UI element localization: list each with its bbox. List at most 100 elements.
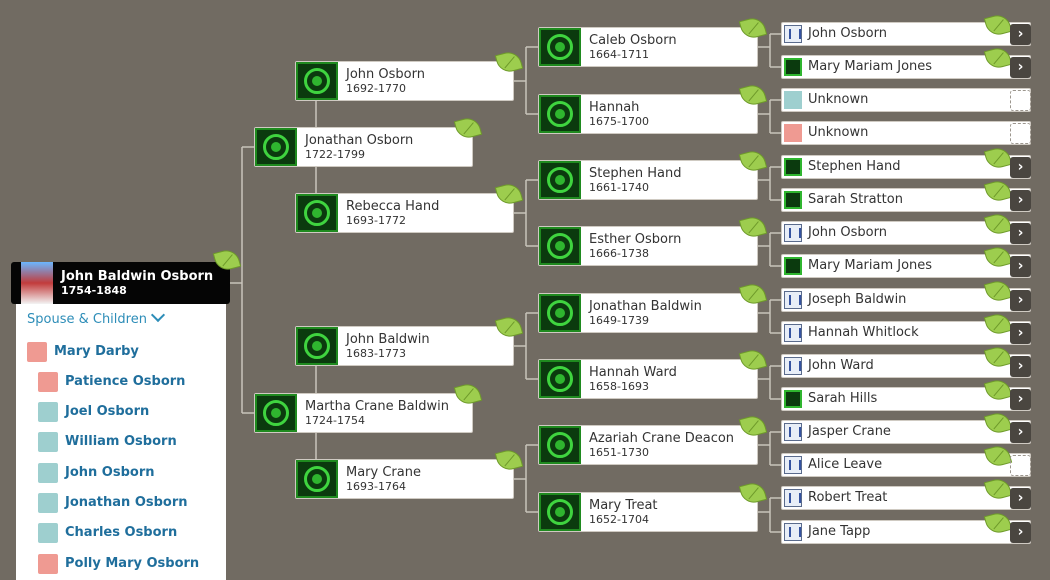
gg-grandparent-card[interactable]: Alice Leave — [781, 443, 1031, 477]
person-dates: 1675-1700 — [589, 115, 649, 128]
portrait-thumbnail-icon — [539, 161, 581, 199]
gg-grandparent-card[interactable]: Hannah Whitlock — [781, 311, 1031, 345]
focus-person-card[interactable]: John Baldwin Osborn 1754-1848 — [11, 247, 242, 304]
gg-grandparent-card[interactable]: John Osborn — [781, 211, 1031, 245]
child-name: Jonathan Osborn — [65, 495, 188, 510]
document-thumbnail-icon — [784, 291, 802, 309]
child-name: William Osborn — [65, 434, 177, 449]
expand-ancestors-button[interactable]: › — [1010, 290, 1031, 311]
person-name: Hannah Whitlock — [808, 325, 919, 340]
portrait-thumbnail-icon — [255, 394, 297, 432]
gg-grandparent-card[interactable]: Jane Tapp — [781, 510, 1031, 544]
document-thumbnail-icon — [784, 357, 802, 375]
person-name: Robert Treat — [808, 490, 888, 505]
female-avatar-icon — [27, 342, 47, 362]
expand-ancestors-button[interactable]: › — [1010, 356, 1031, 377]
gg-grandparent-card[interactable]: Sarah Stratton — [781, 178, 1031, 212]
expand-ancestors-button[interactable]: › — [1010, 323, 1031, 344]
spouse-name: Mary Darby — [54, 344, 139, 359]
expand-ancestors-button[interactable]: › — [1010, 522, 1031, 543]
person-dates: 1724-1754 — [305, 414, 365, 427]
gg-grandparent-card[interactable]: Unknown — [781, 88, 1031, 112]
person-dates: 1683-1773 — [346, 347, 406, 360]
focus-person-name: John Baldwin Osborn — [61, 269, 214, 284]
portrait-thumbnail-icon — [539, 360, 581, 398]
gg-grandparent-card[interactable]: Mary Mariam Jones — [781, 45, 1031, 79]
expand-ancestors-button[interactable]: › — [1010, 223, 1031, 244]
expand-ancestors-button[interactable]: › — [1010, 57, 1031, 78]
portrait-thumbnail-icon — [255, 128, 297, 166]
person-name: John Osborn — [808, 26, 887, 41]
person-name: Hannah — [589, 100, 640, 115]
focus-person-dates: 1754-1848 — [61, 284, 127, 297]
gg-grandparent-card[interactable]: John Osborn — [781, 12, 1031, 46]
person-dates: 1666-1738 — [589, 247, 649, 260]
gg-grandparent-card[interactable]: Jasper Crane — [781, 410, 1031, 444]
add-ancestor-placeholder-button[interactable] — [1010, 90, 1031, 111]
person-dates: 1661-1740 — [589, 181, 649, 194]
spouse-children-panel: Spouse & Children Mary Darby Patience Os… — [16, 304, 226, 580]
person-name: Joseph Baldwin — [808, 292, 907, 307]
add-ancestor-placeholder-button[interactable] — [1010, 455, 1031, 476]
portrait-thumbnail-icon — [784, 58, 802, 76]
expand-ancestors-button[interactable]: › — [1010, 422, 1031, 443]
gg-grandparent-card[interactable]: Unknown — [781, 121, 1031, 145]
person-name: Esther Osborn — [589, 232, 682, 247]
person-dates: 1692-1770 — [346, 82, 406, 95]
gg-grandparent-card[interactable]: Stephen Hand — [781, 145, 1031, 179]
expand-ancestors-button[interactable]: › — [1010, 389, 1031, 410]
person-name: John Baldwin — [346, 332, 430, 347]
person-dates: 1722-1799 — [305, 148, 365, 161]
person-name: Mary Crane — [346, 465, 421, 480]
portrait-thumbnail-icon — [539, 294, 581, 332]
child-name: John Osborn — [65, 465, 155, 480]
gg-grandparent-card[interactable]: Joseph Baldwin — [781, 278, 1031, 312]
expand-ancestors-button[interactable]: › — [1010, 157, 1031, 178]
child-name: Charles Osborn — [65, 525, 178, 540]
person-name: Sarah Hills — [808, 391, 878, 406]
focus-person-photo — [21, 262, 53, 304]
portrait-thumbnail-icon — [784, 257, 802, 275]
person-dates: 1651-1730 — [589, 446, 649, 459]
add-ancestor-placeholder-button[interactable] — [1010, 123, 1031, 144]
person-name: Caleb Osborn — [589, 33, 677, 48]
spouse-children-label: Spouse & Children — [27, 312, 147, 327]
male-avatar-icon — [38, 493, 58, 513]
person-name: Rebecca Hand — [346, 199, 440, 214]
gg-grandparent-card[interactable]: John Ward — [781, 344, 1031, 378]
portrait-thumbnail-icon — [296, 460, 338, 498]
person-name: Stephen Hand — [808, 159, 901, 174]
portrait-thumbnail-icon — [539, 493, 581, 531]
document-thumbnail-icon — [784, 224, 802, 242]
person-dates: 1693-1764 — [346, 480, 406, 493]
female-avatar-icon — [38, 554, 58, 574]
child-name: Joel Osborn — [65, 404, 150, 419]
expand-ancestors-button[interactable]: › — [1010, 488, 1031, 509]
person-name: Jonathan Osborn — [305, 133, 414, 148]
person-name: Alice Leave — [808, 457, 883, 472]
expand-ancestors-button[interactable]: › — [1010, 256, 1031, 277]
male-avatar-icon — [38, 402, 58, 422]
spouse-children-toggle[interactable]: Spouse & Children — [27, 307, 166, 327]
gg-grandparent-card[interactable]: Robert Treat — [781, 476, 1031, 510]
person-dates: 1649-1739 — [589, 314, 649, 327]
gg-grandparent-card[interactable]: Mary Mariam Jones — [781, 244, 1031, 278]
expand-ancestors-button[interactable]: › — [1010, 190, 1031, 211]
gg-grandparent-card[interactable]: Sarah Hills — [781, 377, 1031, 411]
person-name: John Osborn — [808, 225, 887, 240]
expand-ancestors-button[interactable]: › — [1010, 24, 1031, 45]
